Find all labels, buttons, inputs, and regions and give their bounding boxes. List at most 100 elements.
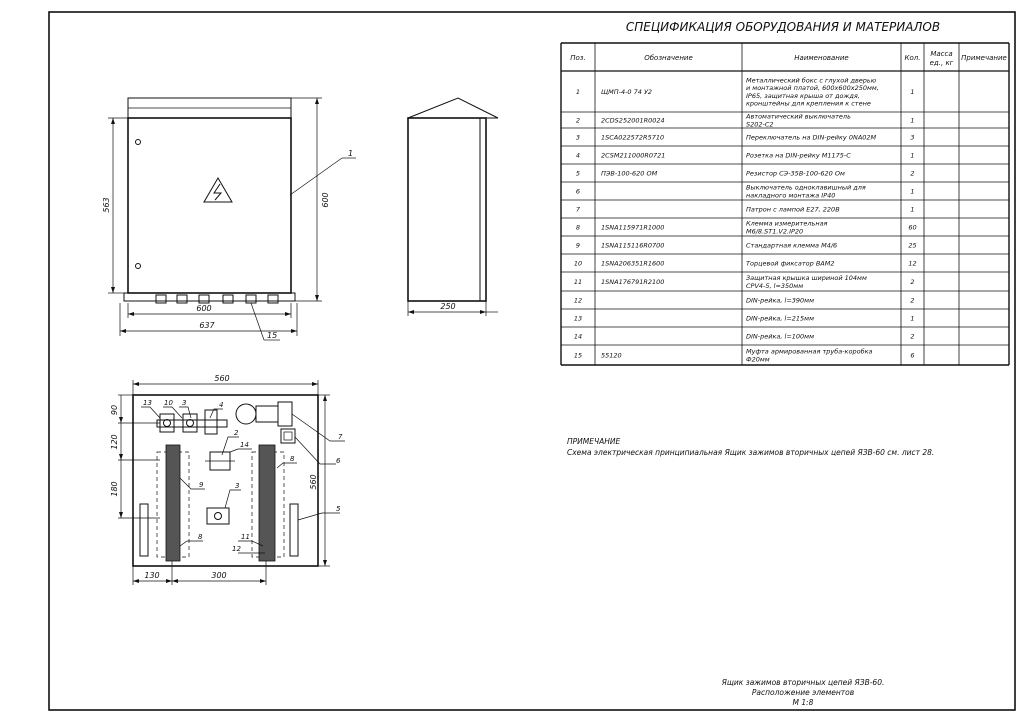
box-body	[127, 117, 292, 294]
row-pos: 8	[576, 224, 580, 232]
row-name: Автоматический выключатель	[745, 113, 851, 121]
resistor-right	[289, 503, 299, 557]
plate-leaders	[141, 406, 345, 554]
caption-line-1: Ящик зажимов вторичных цепей ЯЗВ-60.	[721, 678, 885, 687]
high-voltage-warning-icon	[203, 177, 233, 203]
row-name: Стандартная клемма M4/6	[746, 242, 837, 250]
plate-leader-labels: 13 10 3 4 2 14 7 6 8 9 3 5 11 8 12	[143, 399, 343, 553]
row-designation: ЩМП-4-0 74 У2	[601, 88, 652, 96]
dim-plate-h2: 300	[211, 571, 226, 580]
dim-plate-v3: 180	[110, 481, 119, 496]
side-body	[407, 117, 487, 302]
label-2: 2	[234, 429, 239, 437]
row-qty: 12	[908, 260, 916, 268]
dim-plate-height: 560	[309, 474, 318, 489]
row-pos: 1	[576, 88, 580, 96]
row-pos: 6	[576, 188, 580, 196]
spec-title: СПЕЦИФИКАЦИЯ ОБОРУДОВАНИЯ И МАТЕРИАЛОВ	[626, 20, 940, 34]
caption-line-3: М 1:8	[793, 698, 814, 707]
dim-plate-v1: 90	[110, 405, 119, 415]
terminal-strip-left	[165, 444, 181, 562]
lightning-bolt-icon	[213, 183, 223, 201]
dim-front-height-left: 563	[102, 197, 111, 212]
row-name: Ф20мм	[746, 355, 770, 363]
hinge-bottom	[135, 263, 141, 269]
spec-grid	[560, 42, 1010, 366]
row-qty: 2	[910, 333, 914, 341]
dim-plate-width: 560	[214, 374, 229, 383]
front-view: 600 637 563 600 1 15	[102, 97, 356, 341]
row-name: Патрон с лампой E27, 220В	[746, 206, 840, 214]
plate-view: 560 560 90 120 180 130 300	[110, 374, 345, 585]
note-heading: ПРИМЕЧАНИЕ	[567, 437, 621, 446]
caption-line-2: Расположение элементов	[752, 688, 854, 697]
row-pos: 2	[576, 117, 580, 125]
label-8-left: 8	[198, 533, 203, 541]
row-pos: 4	[576, 152, 580, 160]
hinge-top	[135, 139, 141, 145]
label-13: 13	[143, 399, 152, 407]
row-designation: 2CDS252001R0024	[601, 117, 665, 125]
row-pos: 12	[574, 297, 582, 305]
row-designation: 1SNA176791R2100	[601, 278, 664, 286]
dim-front-width: 600	[196, 304, 211, 313]
lamp-socket	[255, 405, 279, 423]
header-designation: Обозначение	[644, 54, 693, 62]
row-designation: 1SNA115971R1000	[601, 224, 664, 232]
switch-2	[182, 413, 198, 433]
row-name: CPV4-5, l=350мм	[746, 282, 803, 290]
sheet-frame	[48, 11, 1016, 711]
socket-device	[204, 409, 218, 435]
row-qty: 2	[910, 297, 914, 305]
header-mass-unit: ед., кг	[930, 59, 954, 67]
terminal-strip-right	[258, 444, 276, 562]
row-name: IP65, защитная крыша от дождя,	[746, 92, 860, 100]
dim-front-overall: 637	[199, 321, 215, 330]
header-pos: Поз.	[570, 54, 586, 62]
row-pos: 15	[574, 352, 582, 360]
row-name: DIN-рейка, l=390мм	[746, 297, 814, 305]
label-9: 9	[199, 481, 204, 489]
row-designation: 1SNA206351R1600	[601, 260, 664, 268]
cable-glands	[155, 294, 279, 304]
row-qty: 6	[910, 352, 914, 360]
row-pos: 7	[576, 206, 581, 214]
row-name: M6/8.ST1.V2.IP20	[746, 227, 803, 235]
label-5: 5	[336, 505, 341, 513]
switch-1	[159, 413, 175, 433]
label-4: 4	[219, 401, 223, 409]
header-note: Примечание	[961, 54, 1007, 62]
dim-plate-v2: 120	[110, 434, 119, 449]
row-designation: 1SCA022572R5710	[601, 134, 664, 142]
row-name: Выключатель одноклавишный для	[746, 184, 866, 192]
label-14: 14	[240, 441, 249, 449]
lamp-icon	[235, 403, 257, 425]
row-name: кронштейны для крепления к стене	[746, 99, 871, 107]
leader-label-gland: 15	[267, 331, 277, 340]
row-pos: 9	[576, 242, 580, 250]
note-text: Схема электрическая принципиальная Ящик …	[567, 448, 934, 457]
dim-side-depth: 250	[440, 302, 455, 311]
row-name: накладного монтажа IP40	[746, 191, 835, 199]
specification-table: СПЕЦИФИКАЦИЯ ОБОРУДОВАНИЯ И МАТЕРИАЛОВ П…	[560, 20, 1010, 366]
row-qty: 3	[910, 134, 914, 142]
label-8-right: 8	[290, 455, 295, 463]
row-qty: 2	[910, 170, 914, 178]
resistor-left	[139, 503, 149, 557]
row-name: Защитная крышка шириной 104мм	[746, 274, 867, 282]
row-pos: 13	[574, 315, 582, 323]
row-qty: 25	[908, 242, 916, 250]
switch-3	[206, 507, 230, 525]
side-view: 250	[407, 97, 499, 316]
dim-plate-h1: 130	[144, 571, 159, 580]
label-6: 6	[336, 457, 341, 465]
label-3-top: 3	[182, 399, 186, 407]
mounting-plate	[132, 394, 319, 567]
side-roof	[407, 97, 499, 119]
row-pos: 3	[576, 134, 580, 142]
label-12: 12	[232, 545, 241, 553]
row-qty: 1	[910, 88, 914, 96]
row-qty: 1	[910, 117, 914, 125]
row-name: и монтажной платой, 600х600х250мм,	[746, 84, 879, 92]
